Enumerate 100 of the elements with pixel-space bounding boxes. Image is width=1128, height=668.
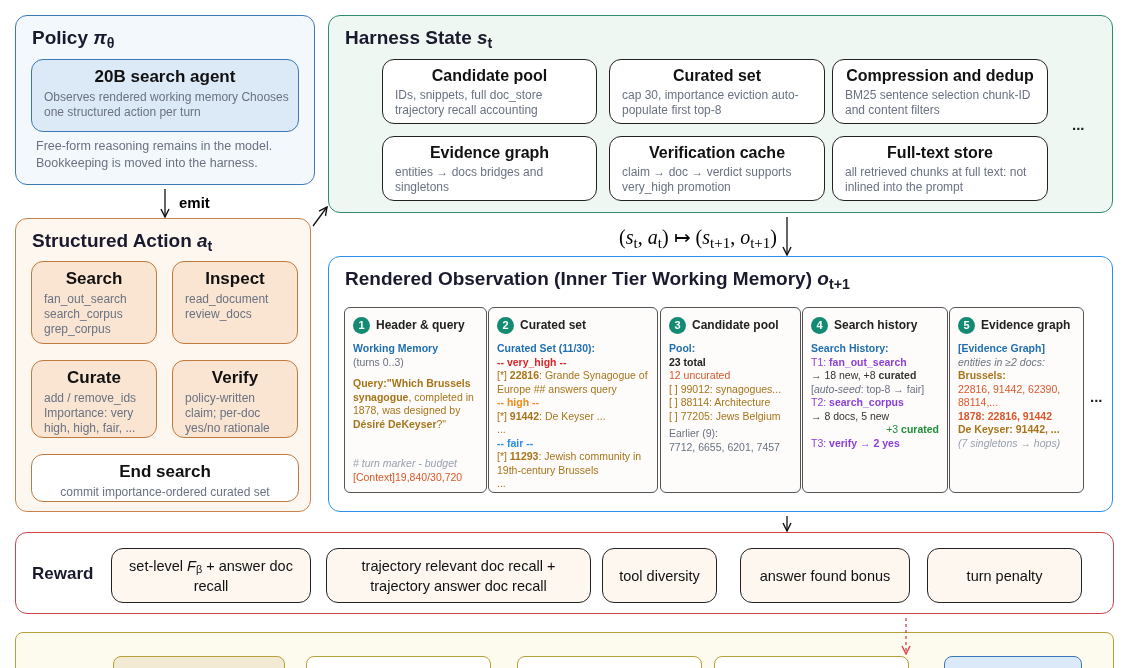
arrow — [782, 216, 792, 256]
component-card — [602, 548, 717, 603]
card-description: read_document review_docs — [184, 291, 270, 322]
panel-heading: Curated set — [520, 317, 587, 334]
memory-text-line: -- very_high -- — [497, 355, 568, 369]
group-panel — [15, 532, 1114, 614]
group-panel — [328, 256, 1113, 512]
component-card — [382, 59, 597, 124]
memory-text-line: -- high -- — [497, 396, 540, 410]
step-number-badge: 5 — [958, 316, 975, 334]
arrow — [782, 515, 792, 532]
memory-text-line: → 8 docs, 5 new — [811, 409, 891, 423]
step-number-badge: 4 — [811, 316, 828, 334]
card-heading: Search — [64, 268, 124, 290]
arrow — [901, 617, 911, 655]
component-card — [172, 360, 298, 438]
memory-text-line: (7 singletons → hops) — [958, 436, 1062, 450]
memory-text-line: T2: search_corpus — [811, 396, 905, 410]
memory-text-line: [ ] 88114: Architecture — [669, 396, 772, 410]
reward-term: turn penalty — [966, 566, 1043, 586]
card-heading: 20B search agent — [93, 66, 237, 88]
ellipsis-text: ... — [1072, 115, 1085, 135]
memory-text-line: [ ] 77205: Jews Belgium — [669, 409, 782, 423]
component-card — [326, 548, 591, 603]
card-heading: Candidate pool — [430, 66, 549, 86]
card-heading: Curate — [66, 367, 122, 389]
memory-text-line: T3: verify → 2 yes — [811, 436, 901, 450]
memory-panel — [802, 307, 948, 493]
panel-title: Reward — [32, 563, 94, 585]
memory-text-line: T1: fan_out_search — [811, 355, 908, 369]
card-description: all retrieved chunks at full text: not inlined into the prompt — [844, 165, 1028, 195]
memory-text-line: 1878: 22816, 91442 — [958, 409, 1053, 423]
component-card — [609, 136, 825, 201]
component-card — [927, 548, 1082, 603]
step-number-badge: 3 — [669, 316, 686, 334]
panel-heading: Candidate pool — [692, 317, 779, 334]
card-description: entities → docs bridges and singletons — [394, 165, 545, 195]
panel-note: Free-form reasoning remains in the model. Bookkeeping is moved into the harness. — [36, 138, 274, 172]
memory-panel — [344, 307, 487, 493]
card-description: policy-written claim; per-doc yes/no rationale — [184, 390, 271, 436]
memory-text-line: Pool: — [669, 342, 697, 356]
card-description: commit importance-ordered curated set — [59, 484, 271, 500]
memory-text-line: Working Memory — [353, 342, 439, 356]
memory-text-line: [Context]19,840/30,720 — [353, 470, 464, 484]
panel-title: Policy π$_{θ}$ — [32, 26, 116, 53]
component-card — [31, 261, 157, 344]
panel-heading: Header & query — [376, 317, 465, 334]
group-panel — [328, 15, 1113, 213]
component-card — [832, 136, 1048, 201]
component-card — [31, 360, 157, 438]
card-heading: Compression and dedup — [845, 66, 1035, 86]
reward-term: answer found bonus — [759, 566, 891, 586]
component-card — [111, 548, 311, 603]
card-heading: Verification cache — [647, 143, 787, 163]
memory-text-line: [*] 22816: Grande Synagogue of Europe ## answers query — [497, 369, 649, 396]
card-heading: Curated set — [672, 66, 762, 86]
component-card — [31, 59, 299, 132]
memory-text-line: 12 uncurated — [669, 369, 732, 383]
ellipsis-text: ... — [1090, 387, 1103, 407]
component-card — [172, 261, 298, 344]
memory-text-line: entities in ≥2 docs: — [958, 355, 1046, 369]
group-panel — [15, 15, 315, 185]
memory-panel — [488, 307, 658, 493]
memory-text-line: 7712, 6655, 6201, 7457 — [669, 440, 781, 454]
memory-panel — [949, 307, 1084, 493]
component-card — [382, 136, 597, 201]
card-description: Observes rendered working memory Chooses one structured action per turn — [43, 89, 290, 120]
memory-text-line: # turn marker - budget — [353, 457, 459, 471]
card-description: add / remove_ids Importance: very high, high, fair, ... — [43, 390, 138, 436]
memory-text-line: Query:"Which Brussels synagogue, completed in 1878, was designed by Désiré DeKeyser?" — [353, 377, 475, 431]
memory-text-line: De Keyser: 91442, ... — [958, 423, 1061, 437]
memory-text-line: (turns 0..3) — [353, 355, 405, 369]
step-number-badge: 2 — [497, 316, 514, 334]
panel-title: Rendered Observation (Inner Tier Working Memory) o$_{t+1}$ — [345, 267, 851, 294]
card-heading: Inspect — [204, 268, 266, 290]
card-description: claim → doc → verdict supports very_high promotion — [621, 165, 793, 195]
component-card — [609, 59, 825, 124]
component-card — [832, 59, 1048, 124]
memory-text-line: -- fair -- — [497, 436, 535, 450]
memory-text-line: 22816, 91442, 62390, 88114,... — [958, 382, 1062, 410]
memory-text-line: [auto-seed: top-8 → fair] — [811, 382, 926, 396]
component-card — [740, 548, 910, 603]
memory-text-line: +3 curated — [885, 423, 939, 437]
panel-heading: Evidence graph — [981, 317, 1071, 334]
arrow — [312, 206, 328, 227]
reward-term: tool diversity — [619, 566, 700, 586]
panel-title: Harness State s$_{t}$ — [345, 26, 494, 53]
memory-text-line: → 18 new, +8 curated — [811, 369, 918, 383]
memory-text-line: 23 total — [669, 355, 707, 369]
panel-title: Structured Action a$_{t}$ — [32, 229, 214, 256]
memory-text-line: Curated Set (11/30): — [497, 342, 597, 356]
card-heading: End search — [118, 461, 212, 483]
card-heading: Verify — [210, 367, 260, 389]
card-description: BM25 sentence selection chunk-ID and content filters — [844, 88, 1032, 118]
memory-text-line: [Evidence Graph] — [958, 342, 1046, 356]
memory-text-line: Search History: — [811, 342, 890, 356]
memory-text-line: [ ] 99012: synagogues... — [669, 382, 783, 396]
card-heading: Evidence graph — [428, 143, 551, 163]
reward-term: trajectory relevant doc recall + trajectory answer doc recall — [360, 556, 557, 596]
card-description: IDs, snippets, full doc_store trajectory recall accounting — [394, 88, 544, 118]
